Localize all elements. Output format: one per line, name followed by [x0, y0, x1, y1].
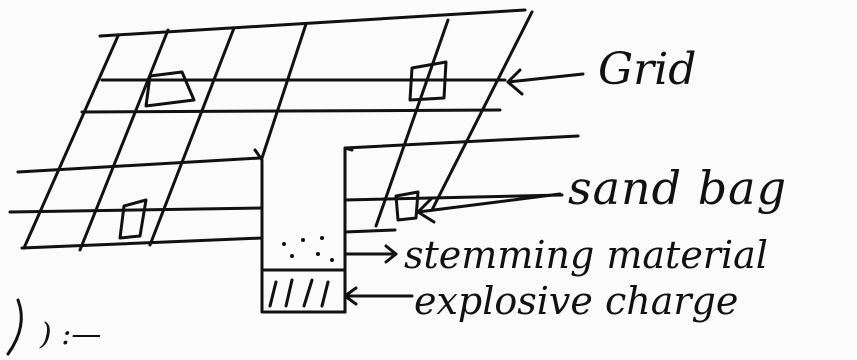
sand-bag-shape	[408, 60, 448, 102]
stemming-arrow-head	[384, 244, 398, 264]
explosive-charge-label: explosive charge	[414, 279, 739, 323]
charge-hatch	[268, 280, 278, 308]
grid-h-line	[20, 236, 264, 250]
grid-diagonal-line	[22, 34, 120, 250]
grid-h-line	[343, 228, 397, 234]
grid-h-line	[343, 134, 580, 150]
grid-arrow-shaft	[506, 72, 585, 84]
stemming-dot	[330, 258, 334, 262]
stemming-dot	[316, 252, 320, 256]
sand-bag-shape	[118, 198, 148, 240]
sand-bag-arrow-shaft	[416, 192, 562, 214]
grid-label: Grid	[598, 44, 697, 95]
grid-diagonal-line	[374, 18, 450, 228]
grid-h-line	[8, 206, 264, 214]
sand-bag-label: sand bag	[568, 161, 788, 215]
sand-bag-shape	[144, 70, 196, 108]
stemming-dot	[290, 254, 294, 258]
hole-right-wall	[343, 146, 354, 314]
stemming-material-label: stemming material	[404, 233, 768, 277]
sand-bags	[118, 60, 448, 240]
grid-diagonal-line	[78, 28, 170, 252]
charge-hatch	[284, 278, 294, 308]
margin-bracket	[6, 298, 23, 356]
grid-h-line	[80, 108, 502, 114]
grid-diagonal-line	[148, 26, 236, 247]
grid-h-line	[98, 8, 527, 38]
explosive-arrow-head	[343, 286, 358, 306]
stemming-dot	[282, 242, 286, 246]
sand-bag-shape	[394, 190, 420, 222]
stemming-dot	[301, 238, 305, 242]
grid-diagonal-lines	[22, 10, 534, 252]
grid-diagonal-line	[260, 22, 308, 160]
hole-left-wall	[253, 148, 347, 314]
blast-hole	[253, 146, 354, 314]
label-arrows	[343, 68, 585, 306]
charge-hatch	[302, 278, 314, 308]
sand-bag-arrow-head	[416, 196, 436, 224]
grid-h-line	[343, 193, 564, 202]
stemming-dot	[320, 236, 324, 240]
grid-diagonal-line	[430, 10, 534, 212]
grid-arrow-head	[506, 68, 524, 96]
margin-mark: ) :—	[40, 317, 102, 352]
charge-hatch	[320, 280, 330, 308]
grid-h-line	[16, 156, 262, 174]
